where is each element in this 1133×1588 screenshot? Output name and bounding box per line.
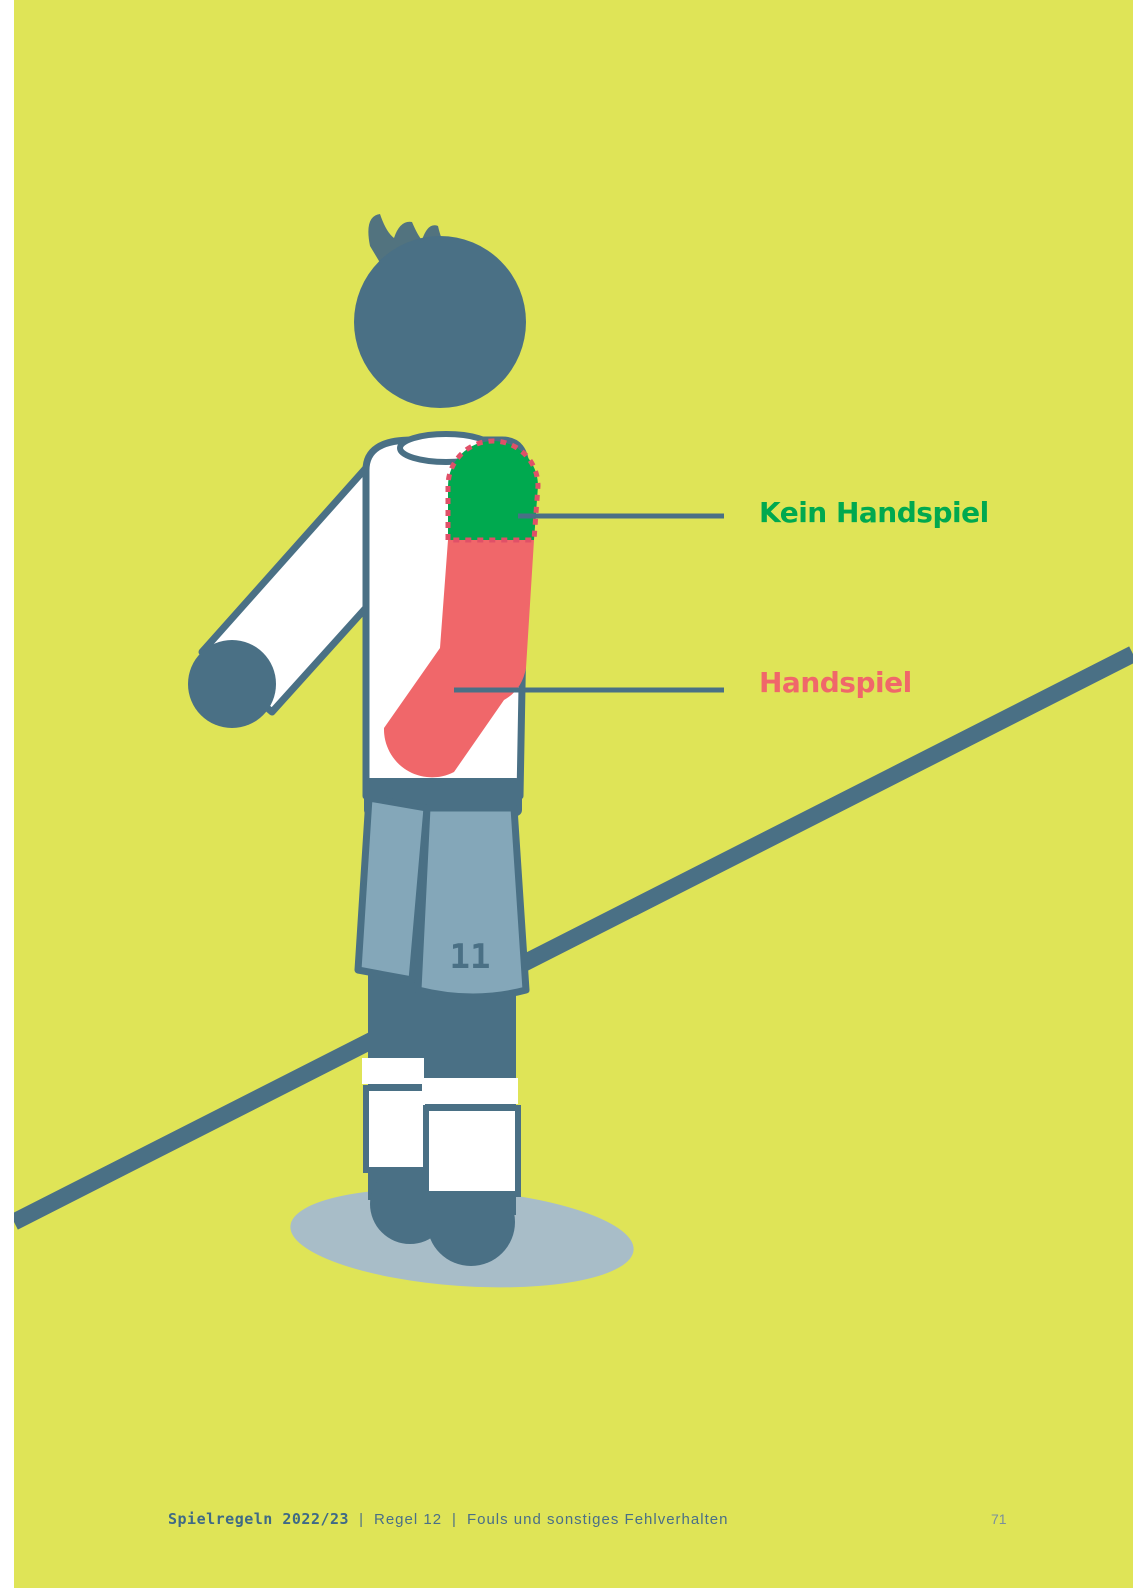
chapter-title: Fouls und sonstiges Fehlverhalten: [467, 1511, 728, 1528]
page-number: 71: [991, 1511, 1007, 1527]
page-footer: Spielregeln 2022/23 | Regel 12 | Fouls und s…: [168, 1510, 728, 1528]
no-handball-zone: [448, 441, 538, 540]
page: 11 Kein Handspiel Handspiel Spielregeln …: [14, 0, 1133, 1588]
shorts-number: 11: [450, 937, 491, 977]
footer-separator: |: [452, 1511, 457, 1528]
book-title: Spielregeln 2022/23: [168, 1510, 349, 1528]
left-sock-band: [362, 1058, 424, 1084]
right-sock: [426, 1108, 518, 1194]
touch-line: [14, 654, 1133, 1222]
footer-separator: |: [359, 1511, 364, 1528]
handball-illustration: 11: [14, 0, 1133, 1588]
right-sock-band: [422, 1078, 518, 1104]
left-sock: [366, 1088, 428, 1170]
rule-number: Regel 12: [374, 1511, 442, 1528]
no-handball-label: Kein Handspiel: [759, 496, 989, 529]
head: [354, 236, 526, 408]
handball-label: Handspiel: [759, 666, 912, 699]
left-hand: [188, 640, 276, 728]
